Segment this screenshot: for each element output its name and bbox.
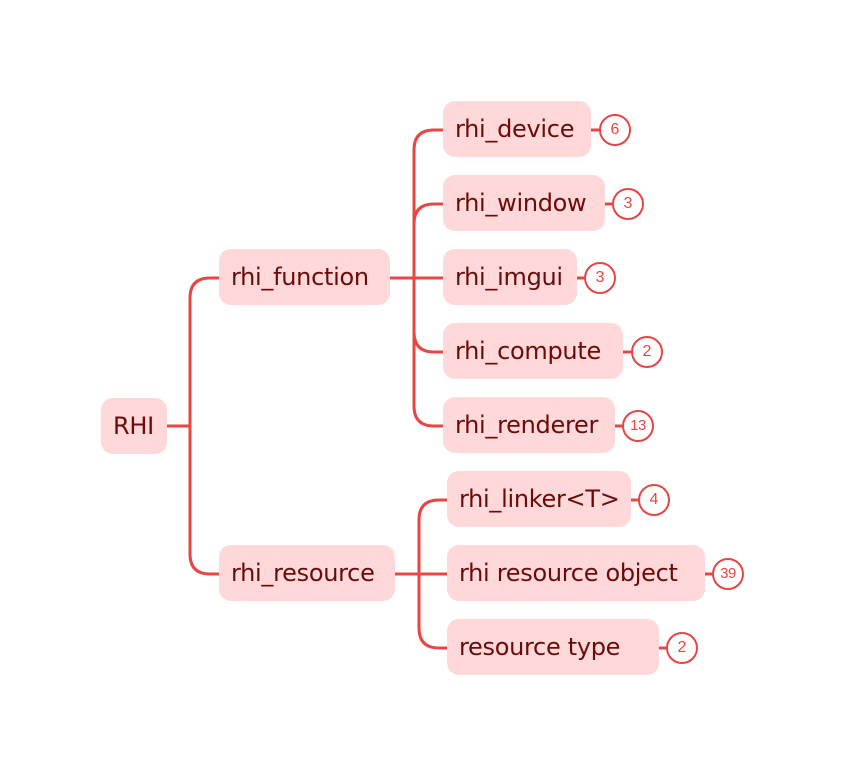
branch-link [188,276,221,300]
count-badge: 2 [631,336,663,368]
leaf-link [412,330,445,354]
leaf-link [412,404,445,428]
leaf-link [417,498,449,522]
node-rhi-compute[interactable]: rhi_compute [443,323,623,379]
count-badge: 2 [666,632,698,664]
node-rhi-function[interactable]: rhi_function [219,249,390,305]
node-rhi-resource-object[interactable]: rhi resource object [447,545,705,601]
branch-link [188,552,221,576]
node-rhi-renderer[interactable]: rhi_renderer [443,397,615,453]
node-rhi-imgui[interactable]: rhi_imgui [443,249,577,305]
root-node[interactable]: RHI [101,398,167,454]
leaf-link [412,202,445,226]
count-badge: 3 [584,262,616,294]
node-resource-type[interactable]: resource type [447,619,659,675]
count-badge: 39 [712,558,744,590]
node-rhi-resource[interactable]: rhi_resource [219,545,395,601]
node-rhi-linker[interactable]: rhi_linker<T> [447,471,631,527]
leaf-link [417,626,449,650]
count-badge: 4 [638,484,670,516]
node-rhi-window[interactable]: rhi_window [443,175,605,231]
count-badge: 3 [612,188,644,220]
leaf-link [412,128,445,152]
count-badge: 6 [599,114,631,146]
node-rhi-device[interactable]: rhi_device [443,101,591,157]
count-badge: 13 [622,410,654,442]
